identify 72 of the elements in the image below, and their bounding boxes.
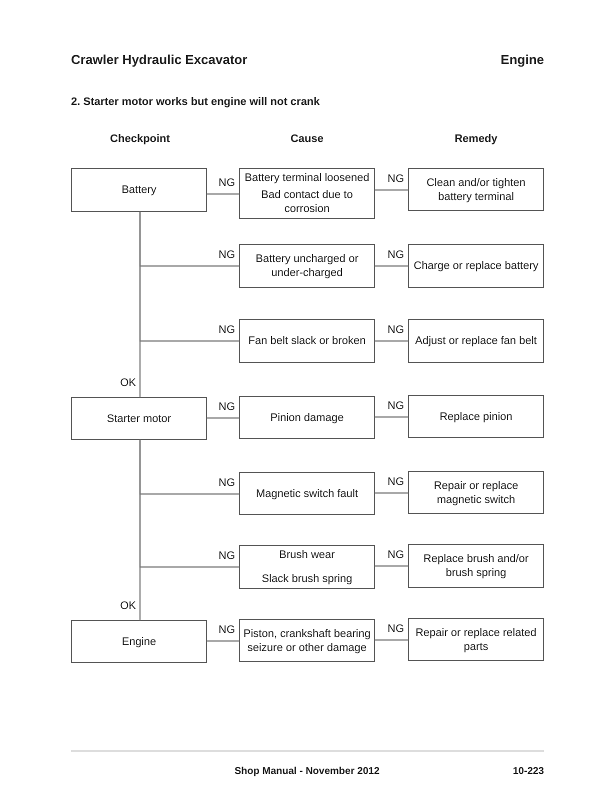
connector-line — [375, 189, 408, 191]
edge-label: NG — [388, 476, 404, 489]
cause-box — [239, 619, 375, 662]
edge-label: NG — [388, 623, 404, 636]
cause-box — [239, 244, 375, 288]
column-heading: Remedy — [454, 133, 498, 145]
node-text: Battery uncharged or under-charged — [254, 252, 360, 280]
checkpoint-box — [71, 620, 207, 663]
cause-box — [239, 319, 375, 363]
node-text: Magnetic switch fault — [256, 486, 358, 500]
checkpoint-box — [71, 168, 207, 212]
edge-label: NG — [388, 324, 404, 337]
page-header: Crawler Hydraulic Excavator — [71, 52, 248, 67]
page-header: Engine — [500, 52, 544, 67]
node-text: Battery terminal loosened — [244, 171, 370, 185]
remedy-box — [408, 168, 544, 211]
node-text: Fan belt slack or broken — [248, 334, 366, 348]
connector-line — [375, 639, 408, 641]
node-text: Starter motor — [106, 412, 172, 426]
edge-label: OK — [120, 377, 136, 390]
edge-label: NG — [388, 173, 404, 186]
remedy-box — [408, 395, 544, 438]
node-text: Clean and/or tighten battery terminal — [425, 176, 527, 204]
remedy-box — [408, 244, 544, 288]
edge-label: OK — [120, 600, 136, 613]
connector-line — [207, 193, 239, 195]
remedy-box — [408, 618, 544, 661]
edge-label: NG — [218, 177, 235, 190]
edge-label: NG — [218, 624, 235, 637]
connector-line — [207, 417, 239, 419]
node-text: Bad contact due to corrosion — [260, 188, 354, 216]
node-text: Battery — [122, 183, 156, 197]
edge-label: NG — [218, 324, 235, 337]
edge-label: NG — [388, 249, 404, 262]
edge-label: NG — [218, 401, 235, 414]
connector-line — [375, 565, 408, 567]
node-text: Piston, crankshaft bearing seizure or other damage — [242, 626, 372, 654]
page-number: 10-223 — [512, 766, 544, 777]
node-text: Pinion damage — [270, 410, 344, 424]
node-text: Charge or replace battery — [414, 259, 538, 273]
section-title: 2. Starter motor works but engine will not crank — [71, 96, 320, 108]
edge-label: NG — [218, 249, 235, 262]
connector-line — [207, 640, 239, 642]
edge-label: NG — [218, 477, 235, 490]
cause-box — [239, 168, 375, 219]
node-text: Replace brush and/or brush spring — [422, 552, 530, 580]
edge-label: NG — [388, 400, 404, 413]
remedy-box — [408, 544, 544, 588]
connector-line — [375, 416, 408, 418]
edge-label: NG — [218, 550, 235, 563]
edge-label: NG — [388, 549, 404, 562]
cause-box — [239, 396, 375, 439]
connector-line — [139, 212, 141, 397]
column-heading: Cause — [290, 133, 324, 145]
cause-box — [239, 545, 375, 589]
checkpoint-box — [71, 397, 207, 440]
connector-line — [375, 265, 408, 267]
connector-line — [375, 492, 408, 494]
cause-box — [239, 472, 375, 515]
remedy-box — [408, 471, 544, 514]
node-text: Adjust or replace fan belt — [415, 334, 537, 348]
page-footer: Shop Manual - November 2012 — [234, 766, 380, 777]
connector-line — [139, 440, 141, 620]
connector-line — [375, 340, 408, 342]
node-text: Repair or replace magnetic switch — [432, 478, 520, 506]
column-heading: Checkpoint — [110, 133, 170, 145]
node-text: Brush wear — [279, 548, 335, 562]
node-text: Replace pinion — [440, 410, 512, 424]
node-text: Repair or replace related parts — [414, 626, 538, 654]
node-text: Slack brush spring — [262, 572, 352, 586]
node-text: Engine — [122, 634, 156, 648]
remedy-box — [408, 319, 544, 363]
